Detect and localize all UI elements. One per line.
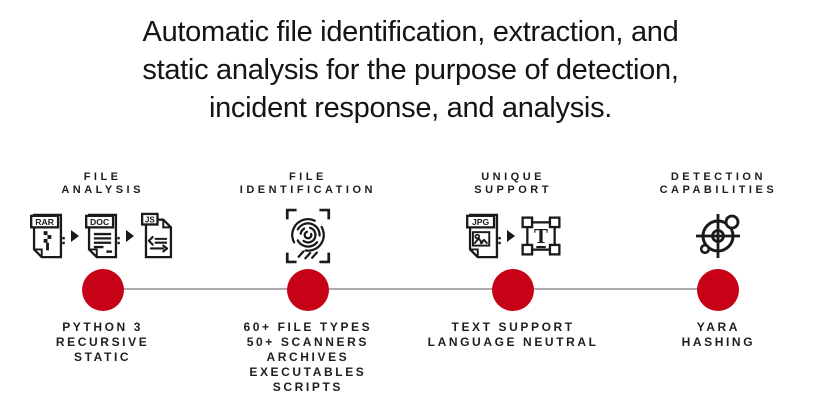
timeline-node <box>697 269 740 311</box>
file-identification-icon-row <box>285 204 331 268</box>
arrow-right-icon <box>506 230 515 242</box>
jpg-file-icon: JPG <box>465 213 501 259</box>
page-title: Automatic file identification, extractio… <box>142 16 679 124</box>
fingerprint-scan-icon <box>285 208 330 264</box>
target-crosshair-icon <box>696 214 741 258</box>
arrow-right-icon <box>126 230 135 242</box>
svg-text:DOC: DOC <box>90 217 109 227</box>
svg-text:JPG: JPG <box>472 217 490 227</box>
svg-text:RAR: RAR <box>35 217 54 227</box>
text-selection-icon: T <box>521 216 561 256</box>
doc-file-icon: DOC <box>85 213 120 259</box>
js-file-icon: JS <box>141 212 173 259</box>
svg-text:T: T <box>534 224 548 248</box>
detection-capabilities-icon-row <box>692 204 744 268</box>
timeline-node <box>286 269 329 311</box>
timeline-node <box>492 269 535 311</box>
arrow-right-icon <box>71 230 80 242</box>
unique-support-icon-row: JPG T <box>465 204 562 268</box>
timeline-node <box>81 269 124 311</box>
rar-file-icon: RAR <box>30 213 65 259</box>
connector-line <box>102 288 719 290</box>
file-analysis-icon-row: RAR <box>29 204 176 268</box>
svg-text:JS: JS <box>145 215 156 224</box>
